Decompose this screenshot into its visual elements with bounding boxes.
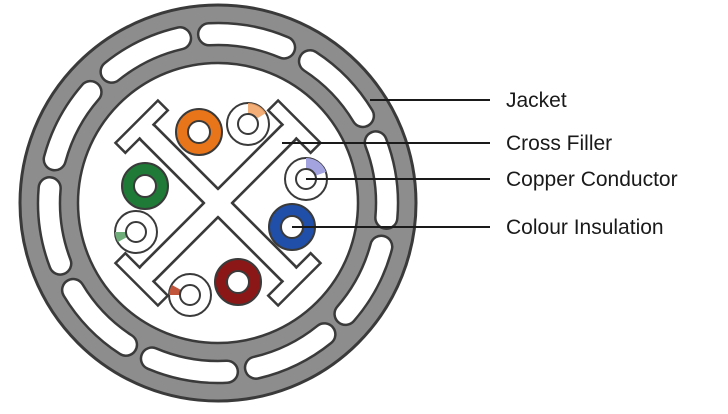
brown-pair	[168, 258, 262, 317]
green-pair	[114, 162, 169, 254]
cross-filler-label: Cross Filler	[506, 132, 612, 155]
copper-conductor-label: Copper Conductor	[506, 168, 678, 191]
cross-filler	[113, 98, 323, 308]
jacket-channel	[196, 21, 297, 60]
orange-pair	[175, 102, 270, 156]
jacket-channel	[42, 79, 103, 172]
jacket-channel	[99, 26, 193, 84]
jacket-channel	[60, 277, 139, 357]
jacket-channel	[363, 130, 400, 230]
jacket-channel	[36, 176, 73, 276]
jacket-channel	[333, 234, 394, 327]
jacket-channel	[243, 322, 337, 380]
colour-insulation-label: Colour Insulation	[506, 216, 664, 239]
jacket-channels	[36, 21, 400, 385]
jacket-label: Jacket	[506, 89, 567, 112]
jacket-channel	[139, 346, 240, 385]
jacket-channel	[297, 49, 376, 129]
